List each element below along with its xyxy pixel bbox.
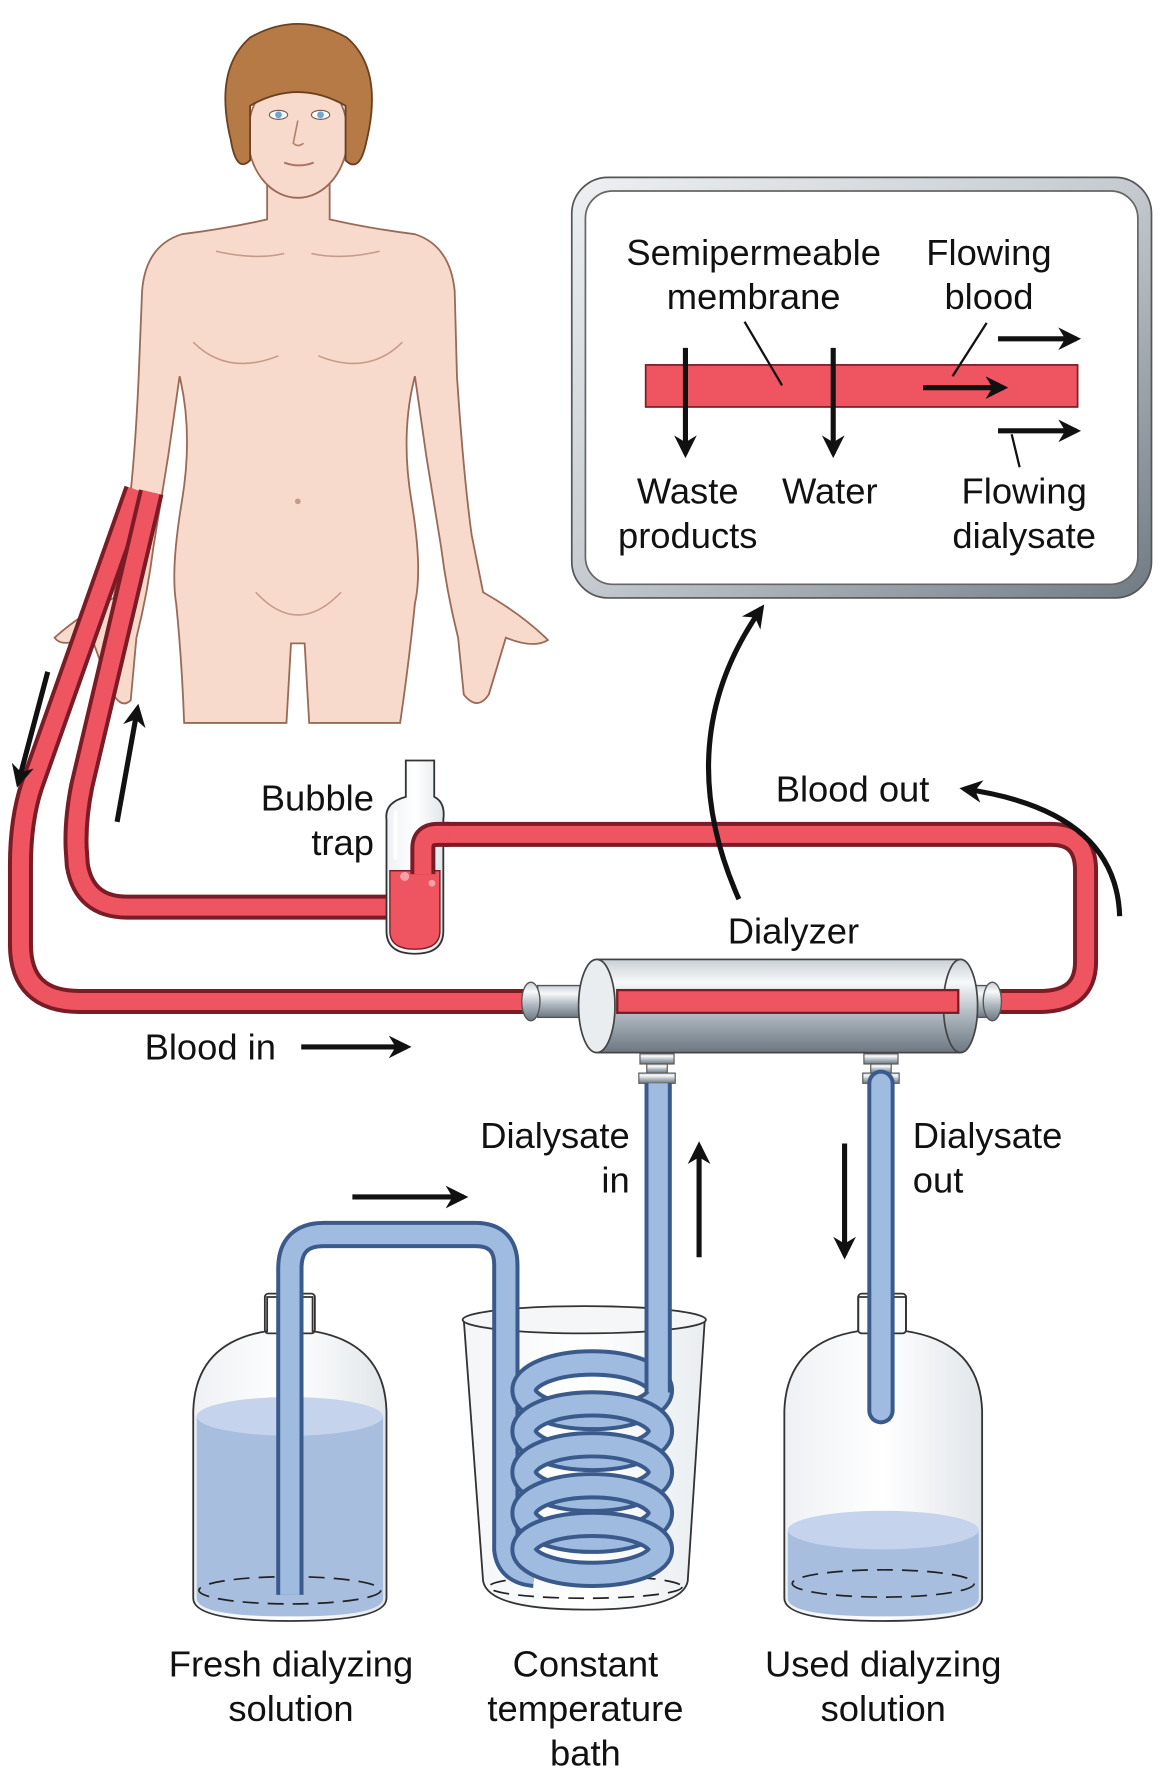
dialysate-tubing	[276, 1069, 895, 1595]
dialyzer-blood-channel	[616, 988, 960, 1014]
label-dialyzer: Dialyzer	[728, 910, 859, 951]
label-blood-out: Blood out	[776, 768, 930, 809]
label-flowing-dialysate-line2: dialysate	[952, 515, 1096, 556]
flow-arrows	[11, 604, 1123, 1260]
membrane-inset: Semipermeable membrane Flowing blood Was…	[570, 176, 1153, 599]
label-fresh-line2: solution	[228, 1688, 353, 1729]
arrow-to-inset	[705, 604, 765, 901]
used-solution-bottle	[783, 1292, 984, 1622]
label-flowing-dialysate-line1: Flowing	[962, 471, 1087, 512]
label-flowing-blood-line1: Flowing	[926, 232, 1051, 273]
semipermeable-membrane	[644, 364, 1079, 408]
heating-coil	[510, 1349, 675, 1589]
label-flowing-blood-line2: blood	[944, 276, 1033, 317]
patient-hair	[224, 23, 373, 166]
label-dialysate-in-line1: Dialysate	[480, 1115, 630, 1156]
main-labels: Bubble trap Blood out Dialyzer Blood in …	[145, 768, 1063, 1773]
bubble-trap	[385, 759, 450, 955]
label-bubble-trap-line2: trap	[311, 822, 374, 863]
label-used-line2: solution	[821, 1688, 946, 1729]
label-used-line1: Used dialyzing	[765, 1644, 1001, 1685]
arrow-blood-out	[959, 780, 1123, 917]
label-membrane-line2: membrane	[667, 276, 841, 317]
label-fresh-line1: Fresh dialyzing	[169, 1644, 414, 1685]
label-dialysate-out-line2: out	[913, 1159, 964, 1200]
label-bubble-trap-line1: Bubble	[261, 777, 374, 818]
arrow-blood-returning-arm	[114, 703, 146, 823]
label-dialysate-in-line2: in	[601, 1159, 629, 1200]
label-waste-line2: products	[618, 515, 757, 556]
dialyzer	[521, 958, 1003, 1084]
label-bath-line2: temperature	[487, 1688, 683, 1729]
arrow-blood-leaving-arm	[11, 671, 51, 788]
membrane-pointer	[743, 321, 784, 386]
label-bath-line3: bath	[550, 1732, 621, 1773]
label-waste-line1: Waste	[637, 471, 739, 512]
blood-pointer	[951, 322, 988, 377]
dialysate-pointer	[1010, 433, 1021, 468]
label-dialysate-out-line1: Dialysate	[913, 1115, 1063, 1156]
label-water: Water	[782, 471, 878, 512]
label-blood-in: Blood in	[145, 1026, 276, 1067]
label-bath-line1: Constant	[513, 1644, 659, 1685]
label-membrane-line1: Semipermeable	[626, 232, 881, 273]
patient-figure	[53, 23, 550, 724]
